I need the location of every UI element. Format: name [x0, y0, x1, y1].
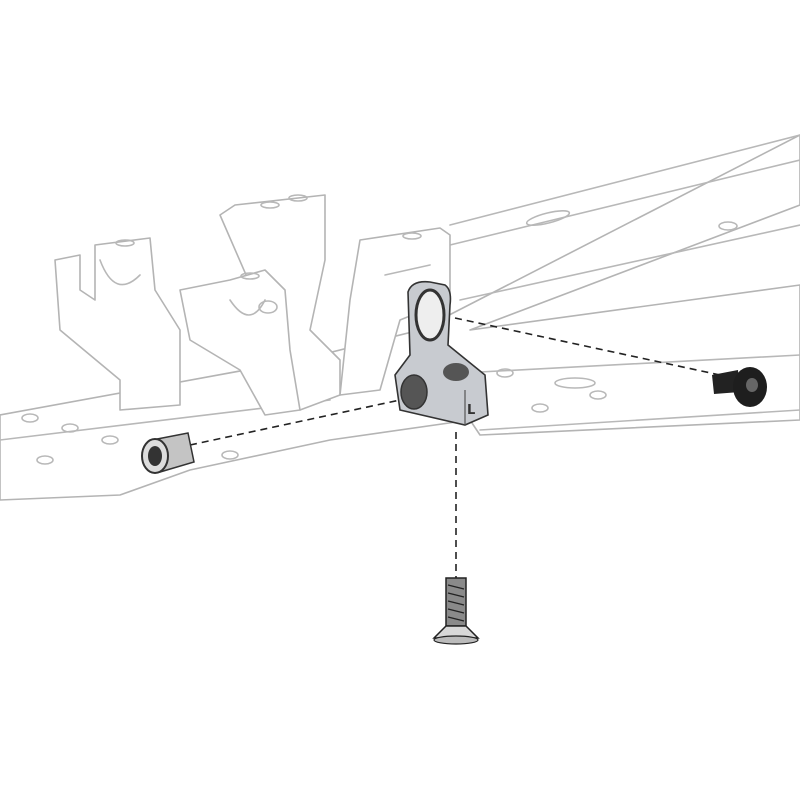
countersunk-screw: [432, 577, 480, 645]
bulkhead-assembly: [54, 194, 451, 416]
dashed-guide-right-screw: [454, 317, 721, 376]
part-marking-L: L: [467, 403, 475, 418]
button-head-screw: [712, 367, 767, 407]
bracket-part: L: [394, 280, 489, 426]
bushing: [141, 432, 195, 474]
